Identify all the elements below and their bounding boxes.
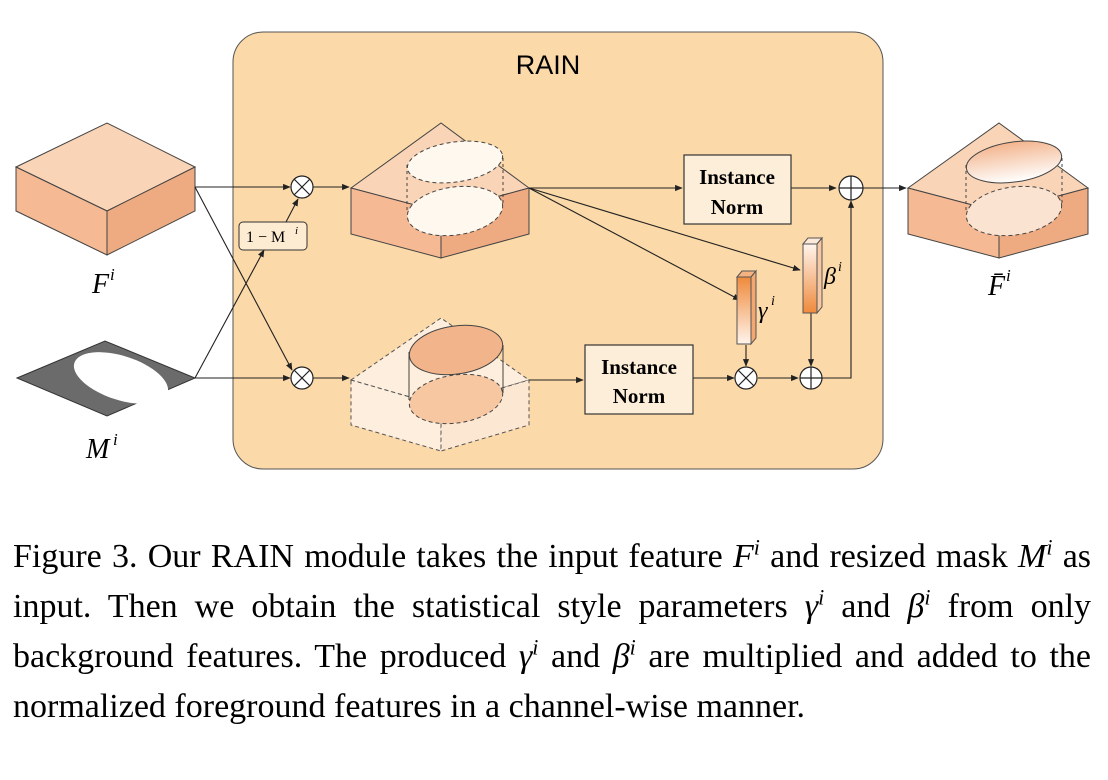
instance-norm-bottom-line2: Norm xyxy=(613,384,666,408)
beta-sup: i xyxy=(838,260,842,275)
input-mask xyxy=(15,340,197,417)
gamma-parameter-bar xyxy=(735,269,758,346)
caption-s2: and resized mask xyxy=(770,538,1008,575)
instance-norm-bottom-line1: Instance xyxy=(601,355,677,379)
caption-sup-f: i xyxy=(753,534,760,560)
caption-var-gamma-2: γ xyxy=(518,638,533,675)
caption-sup-gamma-2: i xyxy=(532,634,539,660)
add-node-output xyxy=(838,175,864,201)
caption-s5: from only background features. The produ… xyxy=(13,588,1092,675)
input-mask-sup: i xyxy=(113,430,118,449)
caption-sup-beta: i xyxy=(924,584,931,610)
output-label: F̄ xyxy=(987,271,1006,302)
caption-s4: and xyxy=(841,588,891,625)
caption-s6: and xyxy=(550,638,601,675)
block-connections xyxy=(528,184,907,384)
instance-norm-top-line1: Instance xyxy=(699,165,775,189)
input-feature-block xyxy=(14,122,197,256)
instance-norm-top-line2: Norm xyxy=(711,195,764,219)
input-mask-label: M xyxy=(85,434,111,465)
caption-sup-m: i xyxy=(1046,534,1053,560)
rain-diagram: RAIN F i M i 1 − M i xyxy=(14,31,1090,470)
module-title: RAIN xyxy=(516,50,581,80)
multiply-node-bottom xyxy=(290,366,314,390)
beta-label: β xyxy=(823,264,836,290)
instance-norm-top-box xyxy=(683,154,792,225)
rain-module-box xyxy=(232,31,884,470)
figure-caption: Figure 3. Our RAIN module takes the inpu… xyxy=(13,532,1091,732)
input-feature-label: F xyxy=(91,269,110,300)
caption-s7: are multiplied and added to the normaliz… xyxy=(13,638,1092,725)
caption-s1: Our RAIN module takes the input feature xyxy=(147,538,723,575)
background-feature-block xyxy=(349,122,531,259)
beta-parameter-bar xyxy=(801,236,824,315)
input-connections xyxy=(194,183,299,382)
caption-s3: as input. Then we obtain the statistical… xyxy=(13,538,1092,625)
gamma-sup: i xyxy=(771,294,775,309)
instance-norm-bottom-box xyxy=(584,344,694,415)
multiply-node-top xyxy=(290,175,314,199)
caption-sup-gamma: i xyxy=(818,584,825,610)
multiply-node-gamma xyxy=(734,366,758,390)
output-sup: i xyxy=(1006,266,1011,285)
gamma-label: γ xyxy=(758,298,768,324)
output-feature-block xyxy=(906,122,1090,259)
inverse-mask-box xyxy=(238,221,308,251)
inverse-mask-label: 1 − M xyxy=(246,229,285,246)
add-node-beta xyxy=(799,366,823,390)
caption-var-f: F xyxy=(733,538,754,575)
caption-var-beta: β xyxy=(907,588,925,625)
figure-label: Figure 3. xyxy=(13,538,138,575)
input-feature-sup: i xyxy=(110,265,115,284)
caption-var-beta-2: β xyxy=(612,638,630,675)
caption-var-m: M xyxy=(1018,538,1047,575)
caption-sup-beta-2: i xyxy=(629,634,636,660)
foreground-cylinder xyxy=(408,324,504,425)
caption-var-gamma: γ xyxy=(804,588,819,625)
inverse-mask-sup: i xyxy=(295,225,298,237)
